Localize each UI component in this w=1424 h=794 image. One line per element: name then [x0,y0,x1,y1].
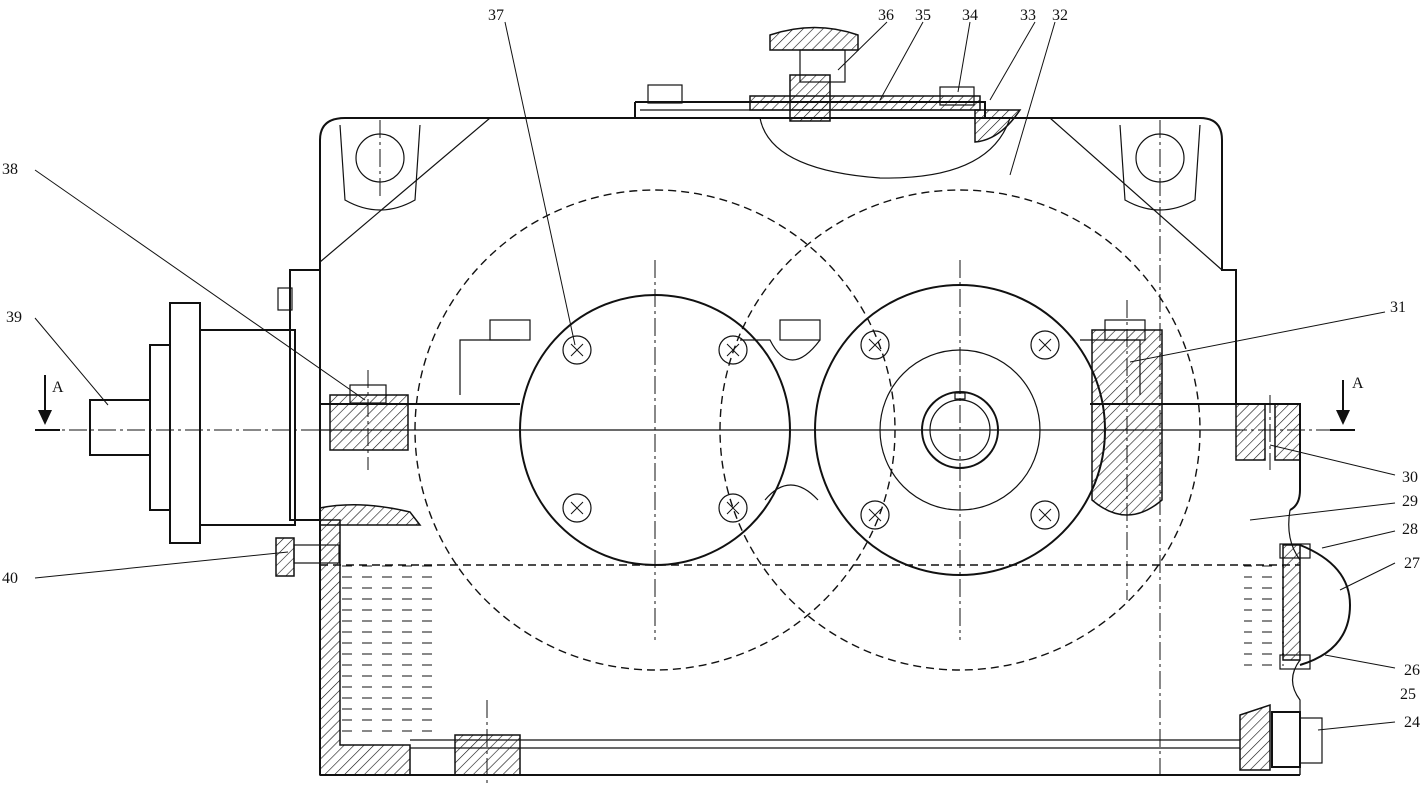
section-letter-right: A [1352,375,1364,392]
cover-bolts [349,84,1146,404]
bearing-cap-bolts [562,330,1060,530]
callout-37: 37 [488,7,504,24]
callout-29: 29 [1402,493,1418,510]
input-shaft [89,269,340,577]
section-marker-right: A [1330,375,1364,431]
callout-30: 30 [1402,469,1418,486]
lifting-lugs [339,124,1201,211]
callout-27: 27 [1404,555,1420,572]
inspection-cover [634,26,986,122]
callout-36: 36 [878,7,894,24]
section-letter-left: A [52,379,64,396]
callout-38: 38 [2,161,18,178]
callout-40: 40 [2,570,18,587]
callout-25: 25 [1400,686,1416,703]
callout-35: 35 [915,7,931,24]
callout-24: 24 [1404,714,1420,731]
callout-labels: 24 25 26 27 28 29 30 31 32 33 34 35 36 3… [2,7,1420,731]
callout-31: 31 [1390,299,1406,316]
oil-level [320,560,1300,740]
callout-33: 33 [1020,7,1036,24]
callout-26: 26 [1404,662,1420,679]
callout-28: 28 [1402,521,1418,538]
centre-lines [40,120,1355,785]
right-fittings [1271,543,1352,768]
callout-39: 39 [6,309,22,326]
leader-lines [34,21,1396,731]
callout-32: 32 [1052,7,1068,24]
section-marker-left: A [35,375,64,431]
callout-34: 34 [962,7,978,24]
